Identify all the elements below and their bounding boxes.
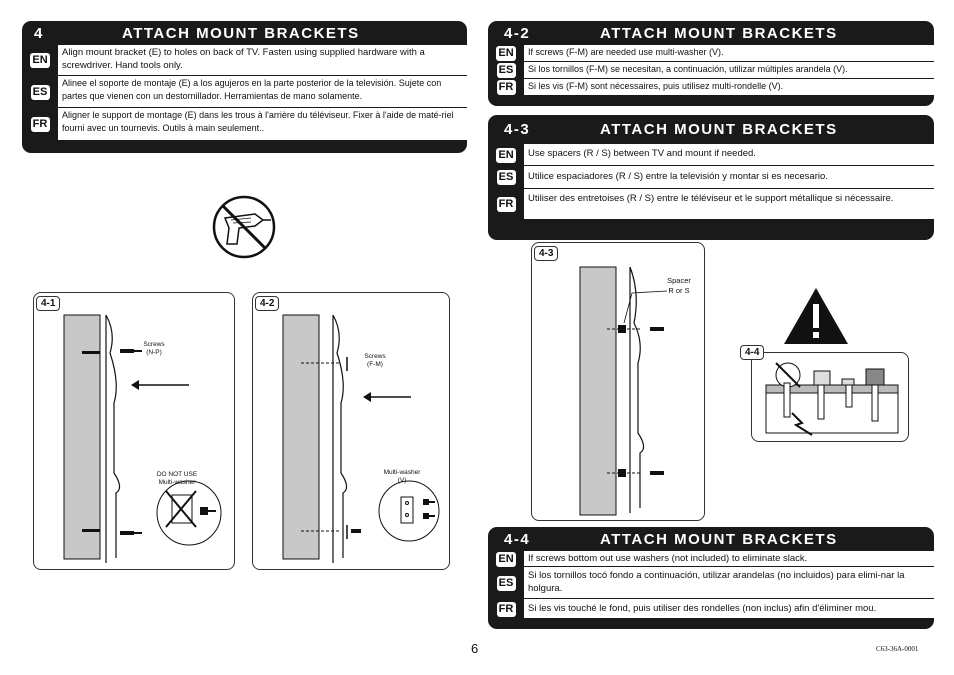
figure-tag: 4-1 [36,296,61,311]
instruction-text: Align mount bracket (E) to holes on back… [58,45,467,76]
step-title: ATTACH MOUNT BRACKETS [600,24,838,42]
instruction-row-en: EN Align mount bracket (E) to holes on b… [22,45,467,76]
figure-4-2-drawing [282,314,440,563]
step-number: 4 [34,24,44,42]
lang-badge-en: EN [30,53,50,68]
figure-4-4: 4-4 [740,345,909,442]
document-code: C63-36A-0001 [876,645,919,653]
step-4-4-box: 4-4 ATTACH MOUNT BRACKETS EN If screws b… [488,527,934,629]
figure-4-1: 4-1 Screws (N-P) DO NOT USE Multi-washer [33,292,235,570]
instruction-row-es: ES Si los tornillos (F-M) se necesitan, … [488,62,934,79]
figure-4-3-drawing [579,266,668,516]
lang-badge-en: EN [496,551,516,567]
instruction-row-fr: FR Si les vis touché le fond, puis utili… [488,599,934,619]
step-4-4-header: 4-4 ATTACH MOUNT BRACKETS [488,527,934,551]
screws-label: Screws (N-P) [143,341,165,356]
instruction-text: If screws bottom out use washers (not in… [524,551,934,567]
lang-badge-es: ES [30,84,50,100]
instruction-text: Si les vis touché le fond, puis utiliser… [524,599,934,619]
figure-4-2: 4-2 Screws (F-M) Multi-washer (V) [252,292,450,570]
multi-washer-label: Multi-washer (V) [383,469,421,484]
instruction-text: Utilice espaciadores (R / S) entre la te… [524,166,934,189]
instruction-row-es: ES Si los tornillos tocó fondo a continu… [488,567,934,599]
instruction-text: Aligner le support de montage (E) dans l… [58,108,467,141]
step-number: 4-2 [504,24,531,42]
lang-badge-es: ES [496,575,516,591]
step-4-box: 4 ATTACH MOUNT BRACKETS EN Align mount b… [22,21,467,153]
instruction-row-en: EN If screws (F-M) are needed use multi-… [488,45,934,62]
do-not-use-label: DO NOT USE Multi-washer [156,471,198,486]
step-4-3-header: 4-3 ATTACH MOUNT BRACKETS [488,115,934,144]
instruction-row-es: ES Alinee el soporte de montaje (E) a lo… [22,76,467,108]
step-title: ATTACH MOUNT BRACKETS [122,24,360,42]
step-4-header: 4 ATTACH MOUNT BRACKETS [22,21,467,45]
figure-tag: 4-2 [255,296,280,311]
step-4-3-box: 4-3 ATTACH MOUNT BRACKETS EN Use spacers… [488,115,934,240]
lang-badge-es: ES [496,63,516,78]
step-title: ATTACH MOUNT BRACKETS [600,121,838,138]
lang-badge-fr: FR [496,197,516,212]
step-number: 4-4 [504,530,531,548]
figure-4-1-drawing [63,314,222,563]
screws-label: Screws (F-M) [364,353,386,368]
lang-badge-fr: FR [496,601,516,617]
lang-badge-fr: FR [496,80,516,95]
instruction-text: Utiliser des entretoises (R / S) entre l… [524,189,934,220]
lang-badge-en: EN [496,46,516,61]
instruction-text: Si los tornillos (F-M) se necesitan, a c… [524,62,934,79]
lang-badge-en: EN [496,147,516,163]
step-4-2-box: 4-2 ATTACH MOUNT BRACKETS EN If screws (… [488,21,934,106]
step-4-2-header: 4-2 ATTACH MOUNT BRACKETS [488,21,934,45]
spacer-label: Spacer R or S [667,276,691,295]
figure-4-3: 4-3 Spacer R or S [531,242,705,521]
instruction-row-fr: FR Si les vis (F-M) sont nécessaires, pu… [488,79,934,96]
figure-tag: 4-3 [534,246,559,261]
instruction-row-en: EN If screws bottom out use washers (not… [488,551,934,567]
warning-icon [784,288,848,344]
instruction-row-en: EN Use spacers (R / S) between TV and mo… [488,144,934,166]
instruction-row-es: ES Utilice espaciadores (R / S) entre la… [488,166,934,189]
instruction-text: If screws (F-M) are needed use multi-was… [524,45,934,62]
instruction-text: Si les vis (F-M) sont nécessaires, puis … [524,79,934,96]
figure-4-4-drawing [765,362,899,436]
instruction-row-fr: FR Aligner le support de montage (E) dan… [22,108,467,141]
step-number: 4-3 [504,121,531,138]
lang-badge-fr: FR [30,117,50,132]
lang-badge-es: ES [496,170,516,185]
page-number: 6 [471,641,479,656]
figure-tag: 4-4 [740,345,765,360]
instruction-text: Alinee el soporte de montaje (E) a los a… [58,76,467,108]
instruction-text: Use spacers (R / S) between TV and mount… [524,144,934,166]
instruction-text: Si los tornillos tocó fondo a continuaci… [524,567,934,599]
step-title: ATTACH MOUNT BRACKETS [600,530,838,548]
no-power-drill-icon [212,195,276,259]
instruction-row-fr: FR Utiliser des entretoises (R / S) entr… [488,189,934,220]
